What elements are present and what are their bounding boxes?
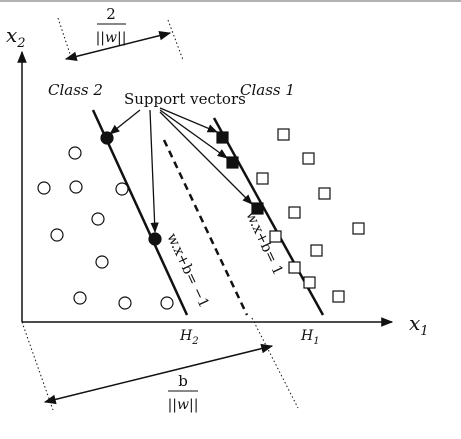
sv-arrow-5 [159, 111, 253, 205]
class-2-point [118, 296, 132, 310]
class-2-label: Class 2 [48, 81, 103, 99]
offset-denominator: ||w|| [168, 397, 199, 413]
margin-denominator: ||w|| [96, 30, 127, 46]
x-axis-label: x1 [409, 311, 429, 339]
class-1-point [277, 128, 290, 141]
class-2-point [73, 291, 87, 305]
class-1-points [216, 128, 365, 303]
class-2-support-vector [100, 131, 114, 145]
class-1-point [288, 261, 301, 274]
class-1-point [310, 244, 323, 257]
class-1-point [256, 172, 269, 185]
class-2-point [68, 146, 82, 160]
sv-arrow-1 [109, 109, 141, 135]
h1-label: H1 [300, 328, 320, 347]
h2-label: H2 [179, 328, 199, 347]
margin-arrow [64, 30, 172, 62]
class-1-point [303, 276, 316, 289]
class-2-point [160, 296, 174, 310]
class-1-label: Class 1 [240, 81, 295, 99]
class-2-support-vector [148, 232, 162, 246]
support-vectors-label: Support vectors [124, 90, 246, 108]
class-1-point [332, 290, 345, 303]
class-2-point [37, 181, 51, 195]
class-2-point [91, 212, 105, 226]
class-1-point [352, 222, 365, 235]
class-1-point [318, 187, 331, 200]
class-2-point [50, 228, 64, 242]
margin-numerator: 2 [106, 5, 116, 23]
offset-numerator: b [178, 372, 188, 390]
class-1-point [269, 230, 282, 243]
class-1-support-vector [226, 156, 239, 169]
y-axis-label: x2 [6, 23, 26, 51]
sv-arrow-2 [149, 109, 159, 234]
class-1-point [302, 152, 315, 165]
offset-guide-right [251, 317, 299, 409]
margin-guide-right [167, 19, 184, 61]
h1-equation: w.x+b= 1 [242, 209, 285, 278]
decision-boundary [162, 139, 249, 316]
class-2-point [95, 255, 109, 269]
class-1-support-vector [251, 202, 264, 215]
sv-arrow-4 [159, 109, 228, 159]
class-2-points [37, 131, 174, 310]
class-2-point [115, 182, 129, 196]
offset-guide-left [21, 321, 54, 411]
margin-guide-left [57, 17, 73, 61]
class-2-point [69, 180, 83, 194]
class-1-point [288, 206, 301, 219]
class-1-support-vector [216, 131, 229, 144]
sv-arrow-3 [159, 107, 218, 133]
offset-arrow [43, 343, 274, 405]
